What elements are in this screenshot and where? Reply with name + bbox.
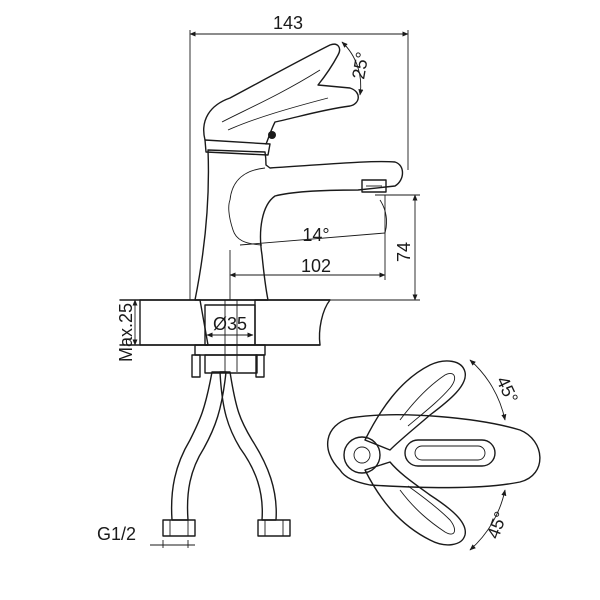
dim-spout-reach: 102	[301, 256, 331, 276]
mounting-assembly	[191, 300, 266, 378]
dim-spout-angle: 14°	[302, 225, 329, 245]
faucet-side-view	[194, 43, 404, 301]
dim-swing-angle-upper: 45°	[492, 373, 522, 406]
dim-swing-angle-lower: 45°	[483, 509, 511, 541]
braided-hoses	[162, 371, 291, 537]
dim-mount-diameter: Ø35	[213, 314, 247, 334]
dim-overall-length: 143	[273, 13, 303, 33]
dim-spout-height: 74	[394, 242, 414, 262]
dim-hose-thread: G1/2	[97, 524, 136, 544]
dim-deck-thickness: Max.25	[116, 303, 136, 362]
faucet-top-view	[327, 359, 541, 551]
dimension-lines	[132, 30, 420, 548]
dim-lever-angle: 25°	[348, 50, 372, 80]
